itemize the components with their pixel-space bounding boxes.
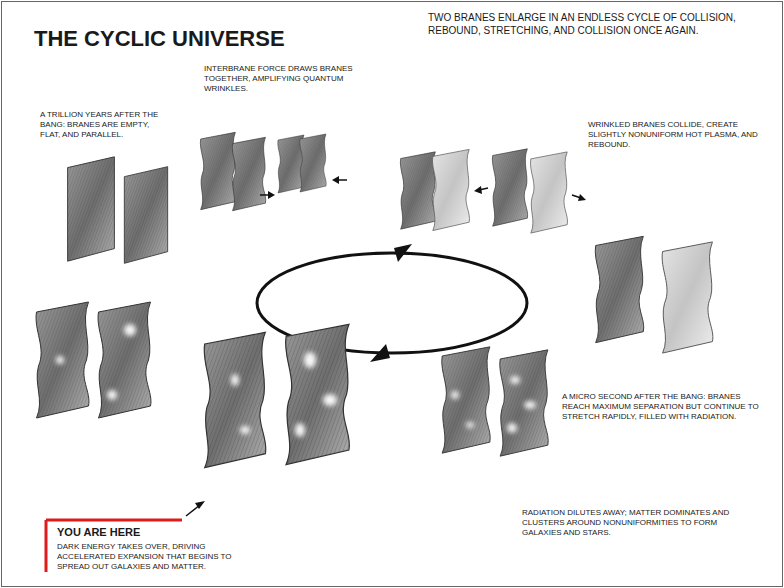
- stage-caption: RADIATION DILUTES AWAY; MATTER DOMINATES…: [522, 508, 742, 538]
- brane: [400, 152, 435, 229]
- stage-caption: DARK ENERGY TAKES OVER, DRIVING ACCELERA…: [57, 542, 232, 572]
- arrowhead: [195, 501, 205, 509]
- brane: [595, 236, 644, 342]
- brane: [36, 302, 89, 418]
- you-are-here-heading: YOU ARE HERE: [57, 526, 140, 539]
- brane: [68, 157, 115, 261]
- brane: [300, 134, 326, 192]
- brane: [492, 149, 527, 226]
- stage-caption: INTERBRANE FORCE DRAWS BRANES TOGETHER, …: [204, 64, 374, 94]
- you-are-here-bracket: [46, 519, 182, 522]
- brane: [98, 302, 151, 418]
- arrowhead: [394, 244, 412, 262]
- galaxy-clusters: [56, 324, 136, 400]
- brane: [432, 149, 469, 230]
- summary-note: TWO BRANES ENLARGE IN AN ENDLESS CYCLE O…: [428, 11, 768, 37]
- matter-clusters: [451, 376, 536, 433]
- brane: [662, 242, 713, 353]
- brane: [232, 137, 266, 210]
- brane: [500, 350, 549, 456]
- arrowhead: [474, 186, 482, 194]
- brane: [442, 347, 491, 453]
- brane: [200, 132, 235, 209]
- arrowhead: [332, 176, 339, 184]
- brane: [124, 167, 167, 264]
- stage-caption: WRINKLED BRANES COLLIDE, CREATE SLIGHTLY…: [588, 120, 776, 150]
- title: THE CYCLIC UNIVERSE: [34, 26, 285, 52]
- arrowhead: [578, 194, 586, 201]
- arrowhead: [370, 344, 390, 362]
- galaxy-clusters: [231, 352, 337, 437]
- stage-caption: A MICRO SECOND AFTER THE BANG: BRANES RE…: [562, 392, 767, 422]
- stage-caption: A TRILLION YEARS AFTER THE BANG: BRANES …: [40, 110, 162, 140]
- brane: [530, 152, 567, 233]
- you-are-here-bracket: [45, 520, 48, 572]
- brane: [204, 332, 266, 467]
- brane: [286, 324, 350, 464]
- arrowhead: [268, 191, 275, 199]
